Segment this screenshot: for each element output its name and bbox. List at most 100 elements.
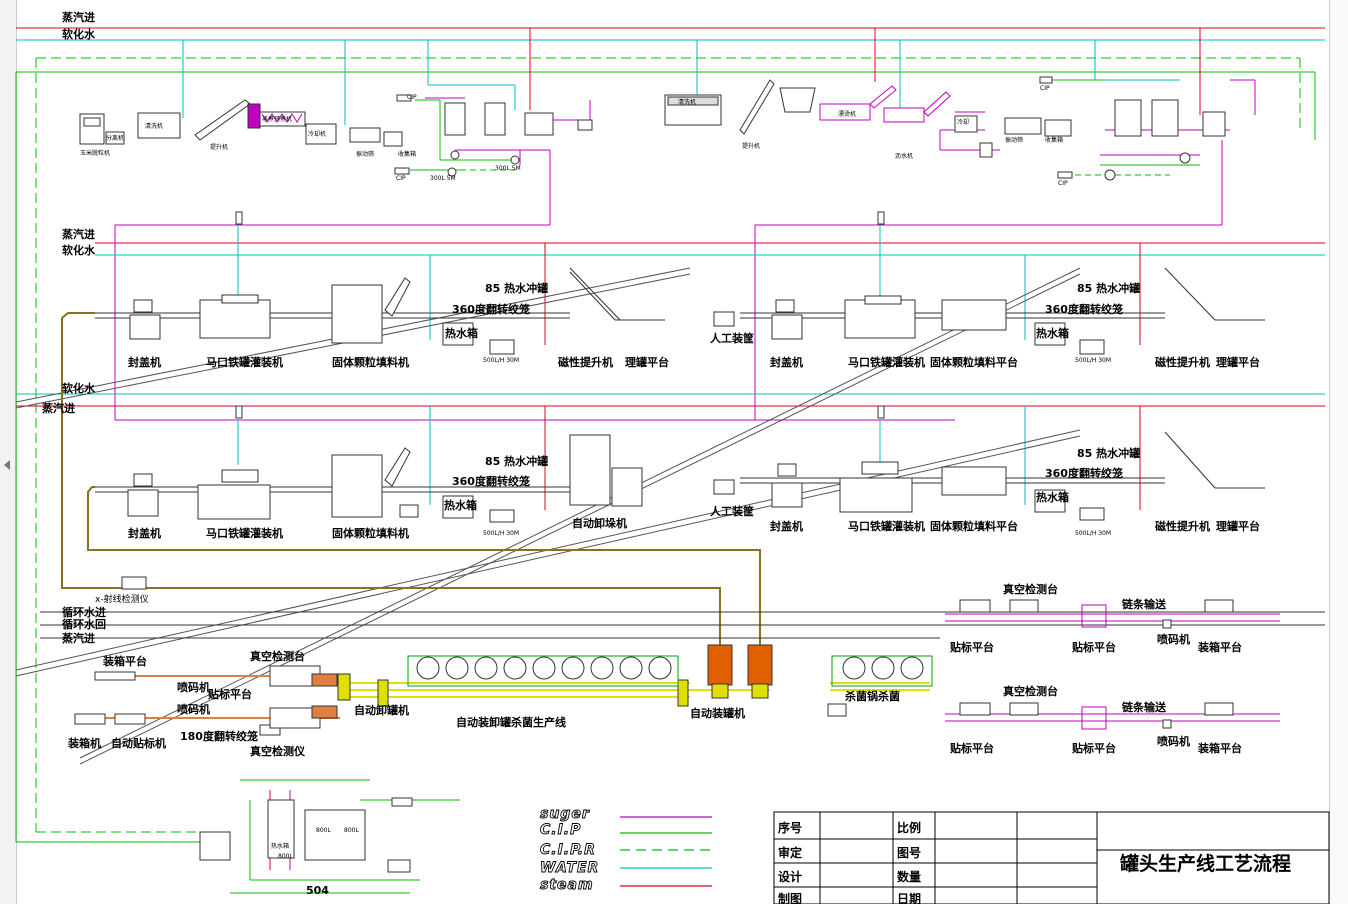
cip-station <box>199 831 231 861</box>
can-loader-2 <box>747 644 773 686</box>
tank-a-label: 800L <box>316 827 331 834</box>
clean-label: 清洗机 <box>145 122 163 130</box>
valve-box <box>979 142 993 158</box>
vibrating-screen <box>349 127 381 143</box>
l4-can-platform: 理罐平台 <box>1216 519 1260 533</box>
dosing-valve-2 <box>877 211 885 225</box>
pump-icon-2 <box>510 155 520 165</box>
steam-label-2: 蒸汽进 <box>62 227 95 241</box>
l1-can-platform: 理罐平台 <box>625 355 669 369</box>
separator-label: 分离机 <box>106 134 124 142</box>
tb-quantity: 数量 <box>897 869 921 884</box>
hot-water-pump-1 <box>489 339 515 355</box>
l4-filler: 马口铁罐灌装机 <box>848 519 925 533</box>
cleaning-machine <box>137 112 181 139</box>
heat-exchanger-2 <box>1202 111 1226 137</box>
drawing-title: 罐头生产线工艺流程 <box>1119 852 1291 875</box>
solid-platform-2 <box>941 299 1007 331</box>
tb-draw: 制图 <box>778 891 802 904</box>
tb-design: 设计 <box>778 869 802 884</box>
rg2-chain: 链条输送 <box>1122 700 1167 714</box>
vib-2-label: 振动筛 <box>1005 136 1023 144</box>
legend-cip: C.I.P <box>540 822 581 838</box>
xray-box <box>121 576 147 590</box>
elevator-label: 提升机 <box>210 143 228 151</box>
solid-platform-4 <box>941 466 1007 496</box>
tank-a <box>444 102 466 136</box>
rg1-label-left: 贴标平台 <box>949 640 994 654</box>
packing-platform-box <box>94 671 136 681</box>
rg2-inkjet-box <box>1162 719 1172 729</box>
filler-3 <box>197 484 271 520</box>
l1-rinse: 85 热水冲罐 <box>485 281 548 295</box>
vacuum-platform-label: 真空检测台 <box>250 649 305 663</box>
tb-ratio: 比例 <box>897 820 921 835</box>
rg1-vacuum-box <box>1009 599 1039 613</box>
l4-hot-water: 热水箱 <box>1036 490 1069 504</box>
legend-water: WATER <box>540 860 599 876</box>
rg2-label-mid: 贴标平台 <box>1071 741 1116 755</box>
retort-bank-frame-2 <box>831 655 933 687</box>
tank-b <box>484 102 506 136</box>
inkjet2-label: 喷码机 <box>177 702 210 716</box>
vib-label: 振动筛 <box>356 150 374 158</box>
vacuum-meter-label: 真空检测仪 <box>250 744 306 758</box>
title-block-frame <box>773 811 1330 904</box>
tb-seq: 序号 <box>778 820 802 835</box>
vib-screen-2 <box>1004 117 1042 135</box>
labeler-box <box>114 713 146 725</box>
rg1-vacuum: 真空检测台 <box>1003 582 1058 596</box>
l2-manual: 人工装筐 <box>710 331 754 345</box>
l2-tank-small: 500L/H 30M <box>1075 357 1111 364</box>
pump-label-2: 300L 5M <box>495 165 521 172</box>
l4-tank-small: 500L/H 30M <box>1075 530 1111 537</box>
labeling-platform-label: 贴标平台 <box>207 687 252 701</box>
plate-heat-exchanger <box>524 112 554 136</box>
right-margin-bar <box>1329 0 1348 904</box>
tb-date: 日期 <box>897 891 921 904</box>
tb-review: 审定 <box>778 845 802 860</box>
circ-water-in-label: 循环水进 <box>62 605 106 619</box>
l2-capper: 封盖机 <box>770 355 803 369</box>
l3-solid-filler: 固体颗粒填料机 <box>332 526 409 540</box>
auto-unloader-body <box>569 434 611 506</box>
elevator-conveyor <box>194 99 251 141</box>
sterilize-pot-label: 杀菌锅杀菌 <box>845 689 900 703</box>
rg1-packing-box <box>1204 599 1234 613</box>
transfer-gate-1 <box>377 679 389 707</box>
soft-water-label-top: 软化水 <box>62 27 96 41</box>
l3-filler: 马口铁罐灌装机 <box>206 526 283 540</box>
legend-suger: suger <box>540 806 590 822</box>
cip-tag-1 <box>396 94 412 102</box>
hot-tank-vol-label: 800L <box>278 853 293 860</box>
cip-label-2: CIP <box>396 175 406 182</box>
rg2-inkjet: 喷码机 <box>1157 734 1190 748</box>
rg2-packing-box <box>1204 702 1234 716</box>
l2-can-platform: 理罐平台 <box>1216 355 1260 369</box>
tank-d <box>1151 99 1179 137</box>
hopper-2 <box>779 87 816 113</box>
rg2-label-left-box <box>959 702 991 716</box>
boxing-label: 装箱机 <box>67 736 101 750</box>
rg1-label-left-box <box>959 599 991 613</box>
cooling-unit-2 <box>954 115 978 133</box>
tank-b-label: 800L <box>344 827 359 834</box>
hot-water-tank-1 <box>442 322 474 346</box>
solid-filler-1-conveyor <box>384 277 411 317</box>
collapse-arrow-icon[interactable] <box>4 460 10 470</box>
l4-manual: 人工装筐 <box>710 504 754 518</box>
hot-water-tank-3 <box>442 495 474 519</box>
l2-hot-water: 热水箱 <box>1036 326 1069 340</box>
retort-bank-frame <box>407 655 679 687</box>
l3-auto-unloader: 自动卸垛机 <box>572 516 627 530</box>
l1-solid-filler: 固体颗粒填料机 <box>332 355 409 369</box>
rg2-vacuum-box <box>1009 702 1039 716</box>
l2-flip: 360度翻转绞笼 <box>1045 302 1123 316</box>
sterilize-basket <box>827 703 847 717</box>
cip-tag-4 <box>1057 171 1073 179</box>
circ-water-return-label: 循环水回 <box>62 617 106 631</box>
pump-icon-5 <box>1179 152 1191 164</box>
hot-water-tank-bottom <box>267 799 295 859</box>
cip-label-3: CIP <box>1040 85 1050 92</box>
pump-icon-4 <box>1104 169 1116 181</box>
